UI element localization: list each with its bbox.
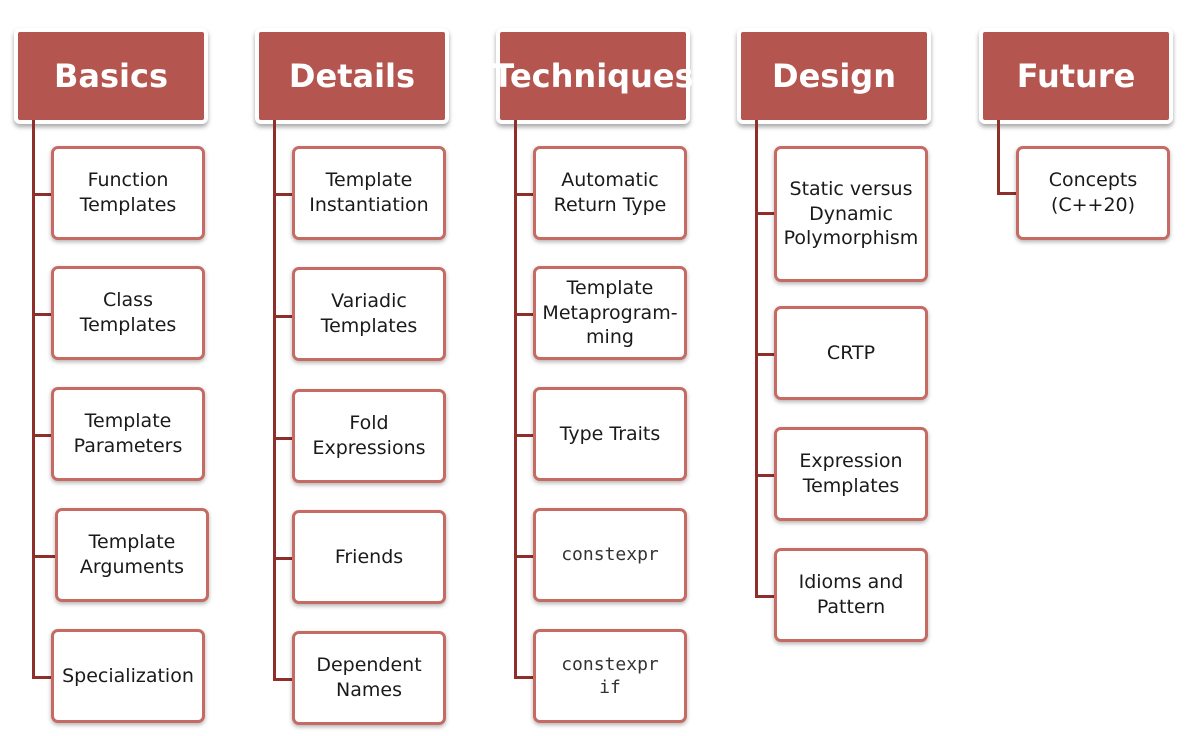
node-constexpr: constexpr [533,508,687,602]
column-techniques: Techniques Automatic Return Type Templat… [492,0,696,736]
node-concepts: Concepts (C++20) [1016,146,1170,240]
connector-techniques-1 [514,313,534,316]
node-automatic-return-type: Automatic Return Type [533,146,687,240]
node-template-metaprogramming: Template Metaprogram- ming [533,266,687,360]
connector-techniques-2 [514,434,534,437]
node-static-vs-dynamic: Static versus Dynamic Polymorphism [774,146,928,282]
connector-details-4 [273,678,293,681]
connector-details-2 [273,437,293,440]
header-details: Details [255,28,449,124]
node-function-templates: Function Templates [51,146,205,240]
connector-design-2 [755,474,775,477]
connector-techniques-4 [514,676,534,679]
node-crtp: CRTP [774,306,928,400]
column-design: Design Static versus Dynamic Polymorphis… [737,0,937,736]
column-basics: Basics Function Templates Class Template… [14,0,214,736]
node-template-parameters: Template Parameters [51,387,205,481]
connector-details-0 [273,193,293,196]
header-techniques: Techniques [492,28,694,124]
connector-design-0 [755,212,775,215]
node-expression-templates: Expression Templates [774,427,928,521]
node-type-traits: Type Traits [533,387,687,481]
node-specialization: Specialization [51,629,205,723]
column-details: Details Template Instantiation Variadic … [255,0,455,736]
column-future: Future Concepts (C++20) [979,0,1179,736]
connector-basics-4 [32,676,52,679]
spine-design [755,120,758,598]
node-template-instantiation: Template Instantiation [292,146,446,240]
node-variadic-templates: Variadic Templates [292,267,446,361]
connector-basics-3 [32,555,56,558]
connector-basics-2 [32,434,52,437]
spine-techniques [514,120,517,678]
spine-basics [32,120,35,678]
spine-details [273,120,276,680]
connector-basics-1 [32,313,52,316]
header-basics: Basics [14,28,208,124]
node-class-templates: Class Templates [51,266,205,360]
connector-details-3 [273,557,293,560]
header-design: Design [737,28,931,124]
connector-details-1 [273,315,293,318]
connector-techniques-0 [514,193,534,196]
node-friends: Friends [292,510,446,604]
header-future: Future [979,28,1173,124]
node-constexpr-if: constexpr if [533,629,687,723]
connector-design-3 [755,595,775,598]
node-template-arguments: Template Arguments [55,508,209,602]
connector-design-1 [755,353,775,356]
spine-future [997,120,1000,195]
connector-future-0 [997,192,1017,195]
connector-basics-0 [32,193,52,196]
connector-techniques-3 [514,555,534,558]
node-fold-expressions: Fold Expressions [292,389,446,483]
node-dependent-names: Dependent Names [292,631,446,725]
node-idioms-and-pattern: Idioms and Pattern [774,548,928,642]
